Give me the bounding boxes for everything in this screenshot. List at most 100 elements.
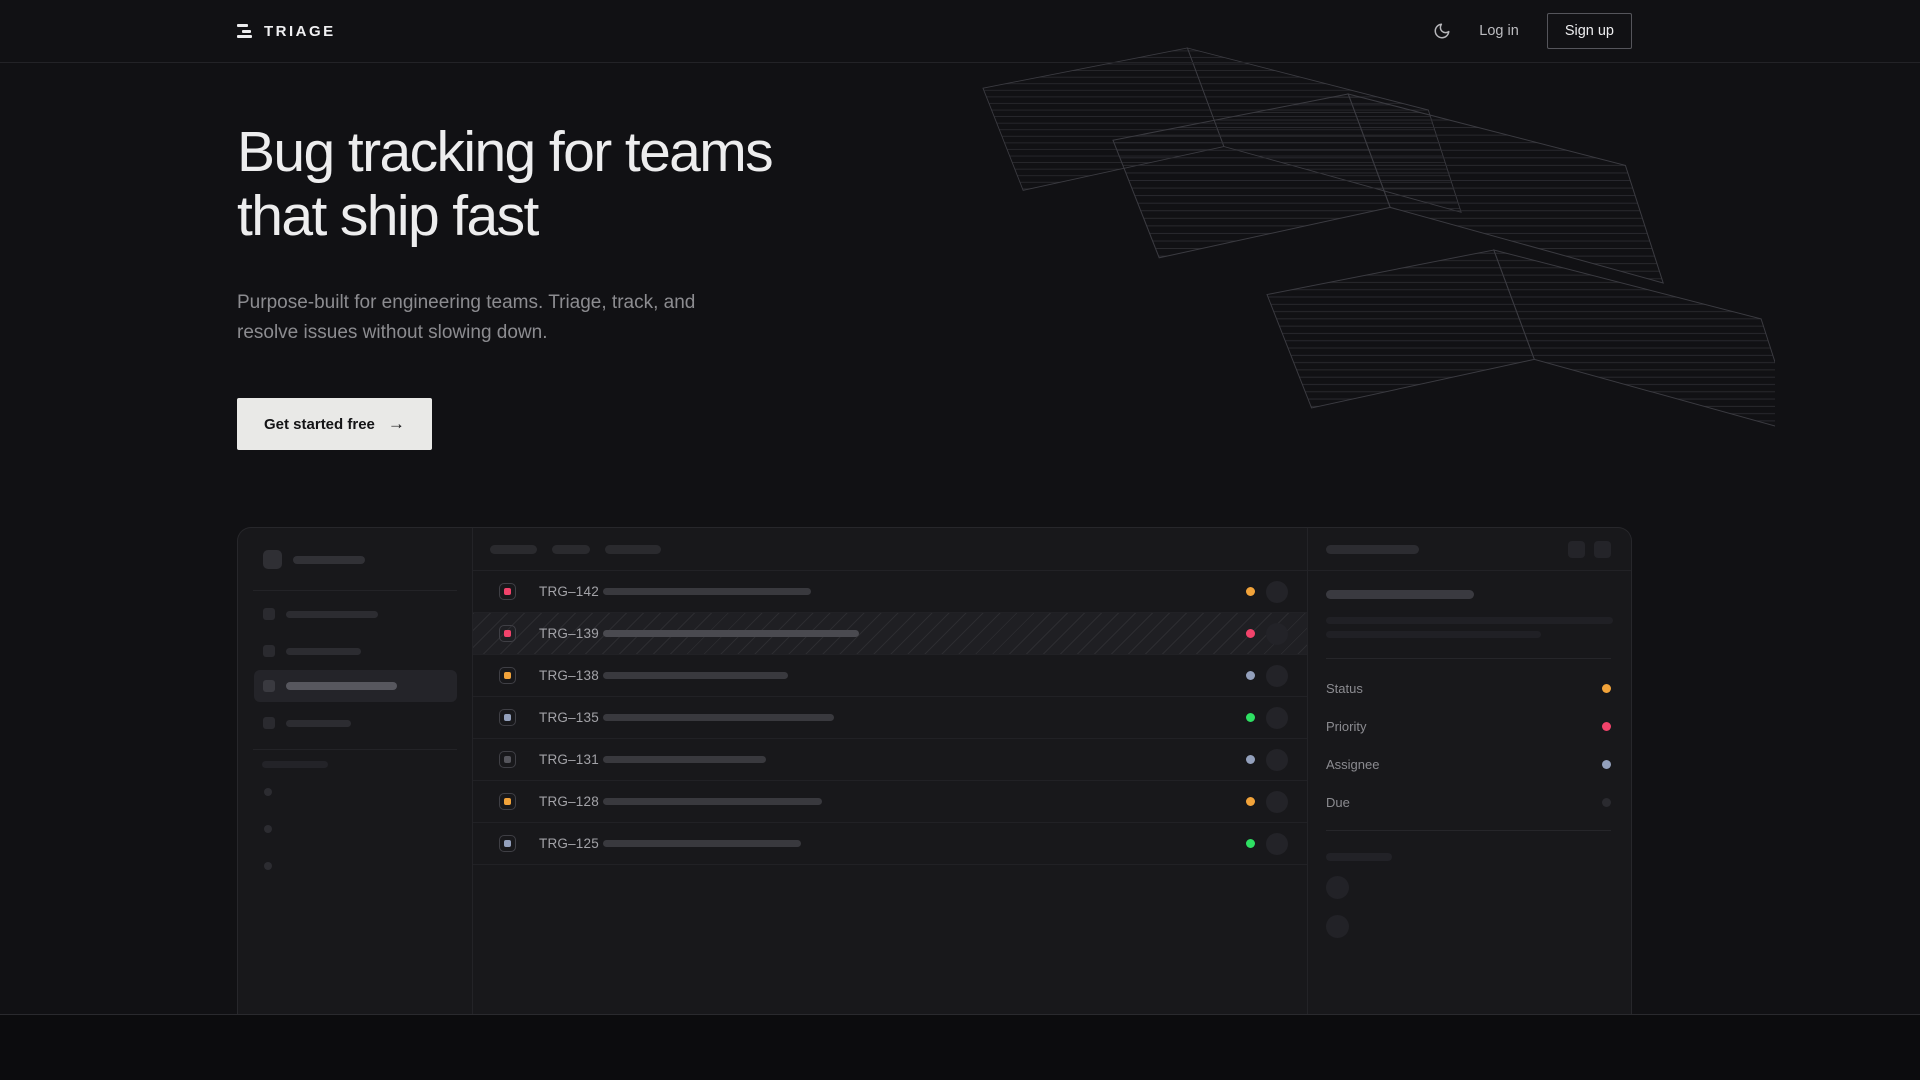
issue-type-icon [499,625,516,642]
skeleton-bar [293,556,365,564]
issue-row[interactable]: TRG–138 [473,655,1307,697]
brand-logo[interactable]: TRIAGE [237,23,336,40]
signup-button[interactable]: Sign up [1547,13,1632,49]
detail-field-label: Priority [1326,719,1366,734]
arrow-right-icon: → [388,414,405,434]
issue-row[interactable]: TRG–125 [473,823,1307,865]
get-started-label: Get started free [264,416,375,433]
issue-type-icon [499,793,516,810]
status-dot [1246,671,1255,680]
nav-item-icon [263,680,275,692]
issue-type-icon [499,583,516,600]
issue-type-icon [499,751,516,768]
issue-row[interactable]: TRG–135 [473,697,1307,739]
issue-row[interactable]: TRG–142 [473,571,1307,613]
list-header [473,528,1307,571]
sidebar-dot [264,788,272,796]
nav-item-icon [263,645,275,657]
action-box[interactable] [1594,541,1611,558]
assignee-avatar [1266,791,1288,813]
divider [253,749,457,750]
brand-name: TRIAGE [264,23,336,40]
assignee-avatar [1266,665,1288,687]
detail-field-label: Due [1326,795,1350,810]
mockup-issue-list: TRG–142 TRG–139 TRG–138 TRG–135 TRG–131 … [473,528,1308,1014]
skeleton-bar [603,714,834,721]
detail-field-label: Status [1326,681,1363,696]
skeleton-bar [603,672,788,679]
detail-field-dot [1602,722,1611,731]
issue-row[interactable]: TRG–139 [473,613,1307,655]
skeleton-bar [603,588,811,595]
skeleton-line [1326,631,1541,638]
action-box[interactable] [1568,541,1585,558]
skeleton-bar [603,630,859,637]
detail-fields: Status Priority Assignee Due [1326,669,1611,821]
detail-field-label: Assignee [1326,757,1379,772]
issue-id: TRG–128 [539,794,603,809]
skeleton-bar [262,761,328,768]
nav-item-icon [263,608,275,620]
assignee-avatar [1266,707,1288,729]
divider [253,590,457,591]
hero-subtitle: Purpose-built for engineering teams. Tri… [237,288,695,348]
hero-subtitle-line1: Purpose-built for engineering teams. Tri… [237,288,695,318]
skeleton-bar [603,840,801,847]
skeleton-tab [605,545,661,554]
status-dot [1246,755,1255,764]
detail-field: Priority [1326,707,1611,745]
hero-title-line2: that ship fast [237,184,772,248]
mockup-detail-panel: Status Priority Assignee Due [1308,528,1631,1014]
detail-field: Assignee [1326,745,1611,783]
sidebar-dot [264,862,272,870]
issue-id: TRG–139 [539,626,603,641]
sidebar-dot [264,825,272,833]
issue-id: TRG–125 [539,836,603,851]
skeleton-bar [286,611,378,618]
detail-field: Status [1326,669,1611,707]
get-started-button[interactable]: Get started free → [237,398,432,450]
nav-item-icon [263,717,275,729]
assignee-avatar [1266,623,1288,645]
issue-type-icon [499,835,516,852]
workspace-avatar [263,550,282,569]
login-link[interactable]: Log in [1479,23,1519,39]
issue-row[interactable]: TRG–128 [473,781,1307,823]
skeleton-bar [286,648,361,655]
skeleton-bar [286,682,397,690]
issue-id: TRG–131 [539,752,603,767]
app-mockup: TRG–142 TRG–139 TRG–138 TRG–135 TRG–131 … [237,527,1632,1014]
assignee-avatar [1266,833,1288,855]
hero-title-line1: Bug tracking for teams [237,120,772,184]
divider [1326,830,1611,831]
detail-field-dot [1602,684,1611,693]
skeleton-tab [490,545,537,554]
detail-field: Due [1326,783,1611,821]
assignee-avatar [1266,749,1288,771]
footer-band [0,1014,1920,1080]
status-dot [1246,629,1255,638]
detail-header-actions [1568,541,1611,558]
assignee-avatar [1266,581,1288,603]
detail-header [1308,528,1631,571]
issue-type-icon [499,709,516,726]
skeleton-line [1326,617,1613,624]
nav-actions: Log in Sign up [1433,13,1632,49]
triage-bars-icon [237,23,253,39]
top-nav: TRIAGE Log in Sign up [0,0,1920,63]
status-dot [1246,587,1255,596]
issue-row[interactable]: TRG–131 [473,739,1307,781]
issue-rows: TRG–142 TRG–139 TRG–138 TRG–135 TRG–131 … [473,571,1307,865]
avatar [1326,915,1349,938]
divider [1326,658,1611,659]
avatar [1326,876,1349,899]
wireframe-decoration [975,42,1775,512]
hero-subtitle-line2: resolve issues without slowing down. [237,318,695,348]
theme-toggle-moon-icon[interactable] [1433,22,1451,40]
mockup-sidebar [238,528,473,1014]
skeleton-bar [1326,853,1392,861]
skeleton-bar [603,798,822,805]
issue-type-icon [499,667,516,684]
skeleton-tab [552,545,590,554]
